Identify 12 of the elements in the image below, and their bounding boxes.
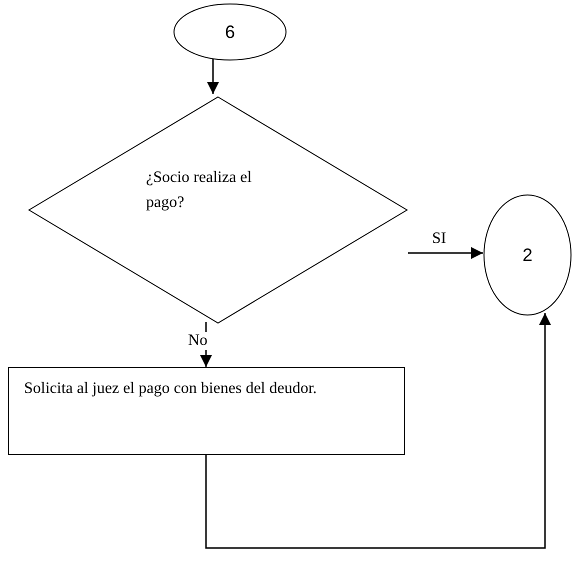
process-text: Solicita al juez el pago con bienes del deudor. [24,379,318,399]
decision-text: ¿Socio realiza el pago? [146,168,253,213]
edge-label: No [186,332,210,350]
decision-diamond [28,96,408,324]
connector-circle [483,194,572,316]
arrow [207,59,219,94]
arrow [205,313,551,549]
connector-number: 2 [521,244,534,267]
arrow [408,247,483,259]
connector-number: 6 [224,21,236,44]
connector-circle [173,3,287,61]
process-box [8,367,405,455]
